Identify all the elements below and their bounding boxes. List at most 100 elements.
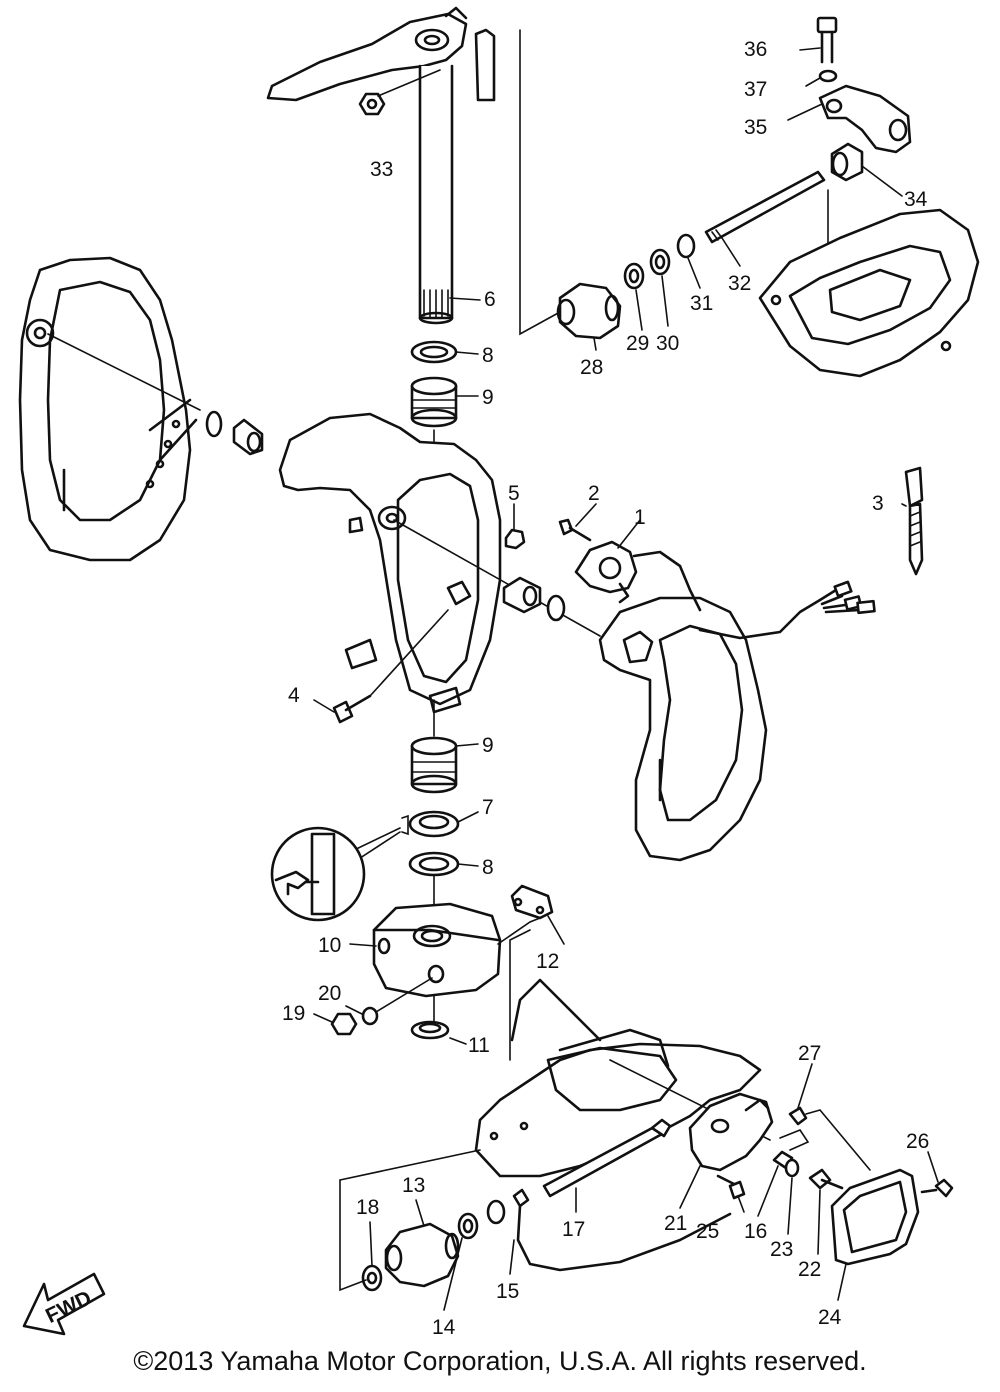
cover-24	[830, 1168, 920, 1266]
callout-6: 6	[484, 288, 496, 311]
callout-30: 30	[656, 332, 679, 355]
wire-harness	[632, 550, 876, 640]
nut-33	[358, 69, 441, 116]
callout-31: 31	[690, 292, 713, 315]
seal-7	[408, 810, 460, 838]
damper-28	[556, 282, 622, 340]
nut-23	[784, 1158, 800, 1178]
callout-36: 36	[744, 38, 767, 61]
callout-34: 34	[904, 188, 928, 211]
nut-19	[330, 1012, 358, 1036]
washer-31	[676, 233, 696, 259]
bushing-9-lower	[410, 736, 458, 794]
screw-26	[920, 1178, 954, 1198]
leader-27	[805, 1109, 871, 1171]
bolt-25	[716, 1174, 746, 1200]
washer-18	[361, 1264, 383, 1292]
steering-shaft	[418, 28, 496, 325]
holder-35	[818, 84, 912, 154]
callout-15: 15	[496, 1280, 519, 1303]
callout-26: 26	[906, 1130, 929, 1153]
bolt-36	[816, 16, 838, 64]
ring-8-upper	[410, 340, 458, 364]
callout-labels: 1 2 3 4 5 6 7 8 8 9 9 10 11 12 13 14 15 …	[282, 38, 929, 1339]
axis-swivel	[393, 519, 601, 637]
callout-22: 22	[798, 1258, 821, 1281]
callout-37: 37	[744, 78, 767, 101]
ring-8-lower	[408, 851, 460, 877]
callout-14: 14	[432, 1316, 456, 1339]
bracket-21	[688, 1092, 774, 1172]
lead-wire	[779, 1129, 810, 1151]
callout-17: 17	[562, 1218, 585, 1241]
axis-upper-left	[519, 29, 561, 336]
leader-lower-left	[339, 1149, 481, 1181]
callout-2: 2	[588, 482, 600, 505]
callout-33: 33	[370, 158, 393, 181]
damper-13	[384, 1222, 460, 1288]
callout-4: 4	[288, 684, 300, 707]
clamp-bracket-right	[598, 596, 768, 862]
ground-lead-15	[512, 1188, 732, 1272]
rod-17	[542, 1118, 672, 1198]
cap-12	[510, 884, 554, 920]
callout-8-upper: 8	[482, 344, 494, 367]
callout-10: 10	[318, 934, 341, 957]
washer-37	[818, 69, 838, 83]
clamp-bracket-left	[18, 256, 198, 562]
steering-arm	[266, 6, 468, 102]
callout-25: 25	[696, 1220, 719, 1243]
seal-detail-inset	[270, 826, 366, 922]
callout-12: 12	[536, 950, 559, 973]
callout-5: 5	[508, 482, 520, 505]
callout-13: 13	[402, 1174, 425, 1197]
grommet-27	[788, 1106, 808, 1126]
axis-19	[375, 977, 433, 1013]
callout-7: 7	[482, 796, 494, 819]
callout-9-upper: 9	[482, 386, 494, 409]
screw-2	[558, 518, 592, 542]
callout-16: 16	[744, 1220, 767, 1243]
seal-bracket	[401, 814, 409, 836]
copyright-notice: ©2013 Yamaha Motor Corporation, U.S.A. A…	[133, 1346, 867, 1376]
callout-21: 21	[664, 1212, 687, 1235]
callout-35: 35	[744, 116, 767, 139]
washer-30	[649, 248, 671, 276]
bushing-right	[502, 576, 542, 614]
callout-8-lower: 8	[482, 856, 494, 879]
trim-switch-1	[574, 540, 638, 604]
callout-9-lower: 9	[482, 734, 494, 757]
callout-20: 20	[318, 982, 341, 1005]
washer-right	[546, 594, 566, 622]
upper-casing	[758, 208, 980, 378]
bolt-22	[808, 1168, 844, 1190]
bushing-left	[232, 418, 264, 456]
leader-12	[497, 917, 541, 945]
axis-lower-left	[339, 1179, 367, 1292]
callout-28: 28	[580, 356, 603, 379]
washer-15a	[486, 1199, 506, 1225]
callout-3: 3	[872, 492, 884, 515]
callout-23: 23	[770, 1238, 793, 1261]
washer-29	[623, 262, 645, 290]
swivel-bracket	[278, 412, 502, 714]
washer-14	[457, 1212, 479, 1240]
tie-wrap-3	[904, 466, 924, 576]
callout-18: 18	[356, 1196, 379, 1219]
callout-1: 1	[634, 506, 646, 529]
nut-5	[504, 528, 526, 550]
leader-casing	[509, 929, 531, 1061]
callout-11: 11	[468, 1034, 490, 1057]
callout-32: 32	[728, 272, 751, 295]
washer-left	[205, 410, 223, 438]
washer-20	[361, 1006, 379, 1026]
axis-clamp-left	[47, 333, 201, 411]
callout-19: 19	[282, 1002, 305, 1025]
bolt-4	[332, 609, 449, 724]
lower-mount-bracket-10	[372, 902, 502, 998]
fwd-arrow-icon: FWD	[22, 1272, 106, 1336]
bushing-34	[830, 142, 864, 182]
callout-29: 29	[626, 332, 649, 355]
circlip-11	[410, 1020, 450, 1040]
